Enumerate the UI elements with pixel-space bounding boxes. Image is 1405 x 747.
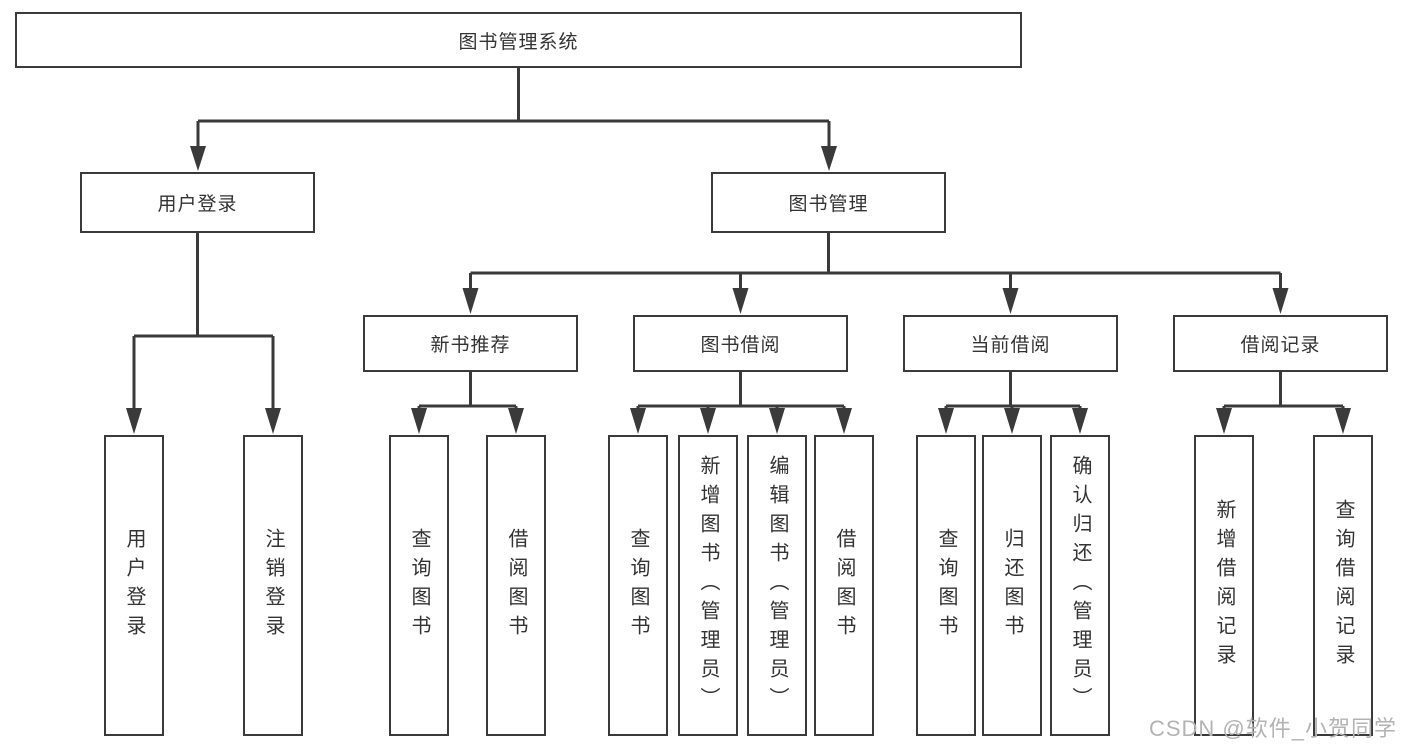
leaf-query-books-2: 查询图书: [608, 435, 668, 736]
node-user-login: 用户登录: [80, 172, 315, 233]
leaf-label: 查询图书: [935, 527, 957, 644]
leaf-borrow-books-2: 借阅图书: [814, 435, 874, 736]
leaf-return-book: 归还图书: [982, 435, 1042, 736]
csdn-watermark: CSDN @软件_小贺同学: [1148, 716, 1397, 741]
leaf-label: 查询图书: [408, 527, 430, 644]
leaf-query-books-3: 查询图书: [916, 435, 976, 736]
node-book-management: 图书管理: [711, 172, 946, 233]
leaf-borrow-books: 借阅图书: [486, 435, 546, 736]
leaf-label: 查询借阅记录: [1332, 498, 1354, 673]
leaf-label: 归还图书: [1001, 527, 1023, 644]
node-label: 当前借阅: [970, 335, 1051, 356]
node-root-system: 图书管理系统: [15, 12, 1022, 68]
leaf-logout: 注销登录: [243, 435, 303, 736]
leaf-confirm-return-admin: 确认归还（管理员）: [1050, 435, 1110, 736]
leaf-label: 查询图书: [627, 527, 649, 644]
leaf-query-books: 查询图书: [389, 435, 449, 736]
node-label: 用户登录: [157, 194, 238, 215]
leaf-edit-book-admin: 编辑图书（管理员）: [747, 435, 807, 736]
node-book-borrow: 图书借阅: [633, 315, 848, 372]
leaf-add-book-admin: 新增图书（管理员）: [678, 435, 738, 736]
leaf-query-borrow-record: 查询借阅记录: [1313, 435, 1373, 736]
node-label: 借阅记录: [1240, 335, 1321, 356]
node-label: 图书管理系统: [458, 31, 579, 53]
node-label: 新书推荐: [430, 335, 511, 356]
node-new-book-recommend: 新书推荐: [363, 315, 578, 372]
leaf-label: 确认归还（管理员）: [1069, 455, 1091, 716]
leaf-label: 借阅图书: [505, 527, 527, 644]
leaf-label: 新增图书（管理员）: [697, 455, 719, 716]
leaf-user-login: 用户登录: [104, 435, 164, 736]
node-current-borrow: 当前借阅: [903, 315, 1118, 372]
leaf-label: 注销登录: [262, 527, 284, 644]
node-borrow-records: 借阅记录: [1173, 315, 1388, 372]
leaf-label: 借阅图书: [833, 527, 855, 644]
leaf-label: 用户登录: [123, 527, 145, 644]
leaf-label: 编辑图书（管理员）: [766, 455, 788, 716]
leaf-label: 新增借阅记录: [1213, 498, 1235, 673]
node-label: 图书借阅: [700, 335, 781, 356]
node-label: 图书管理: [788, 194, 869, 215]
leaf-add-borrow-record: 新增借阅记录: [1194, 435, 1254, 736]
